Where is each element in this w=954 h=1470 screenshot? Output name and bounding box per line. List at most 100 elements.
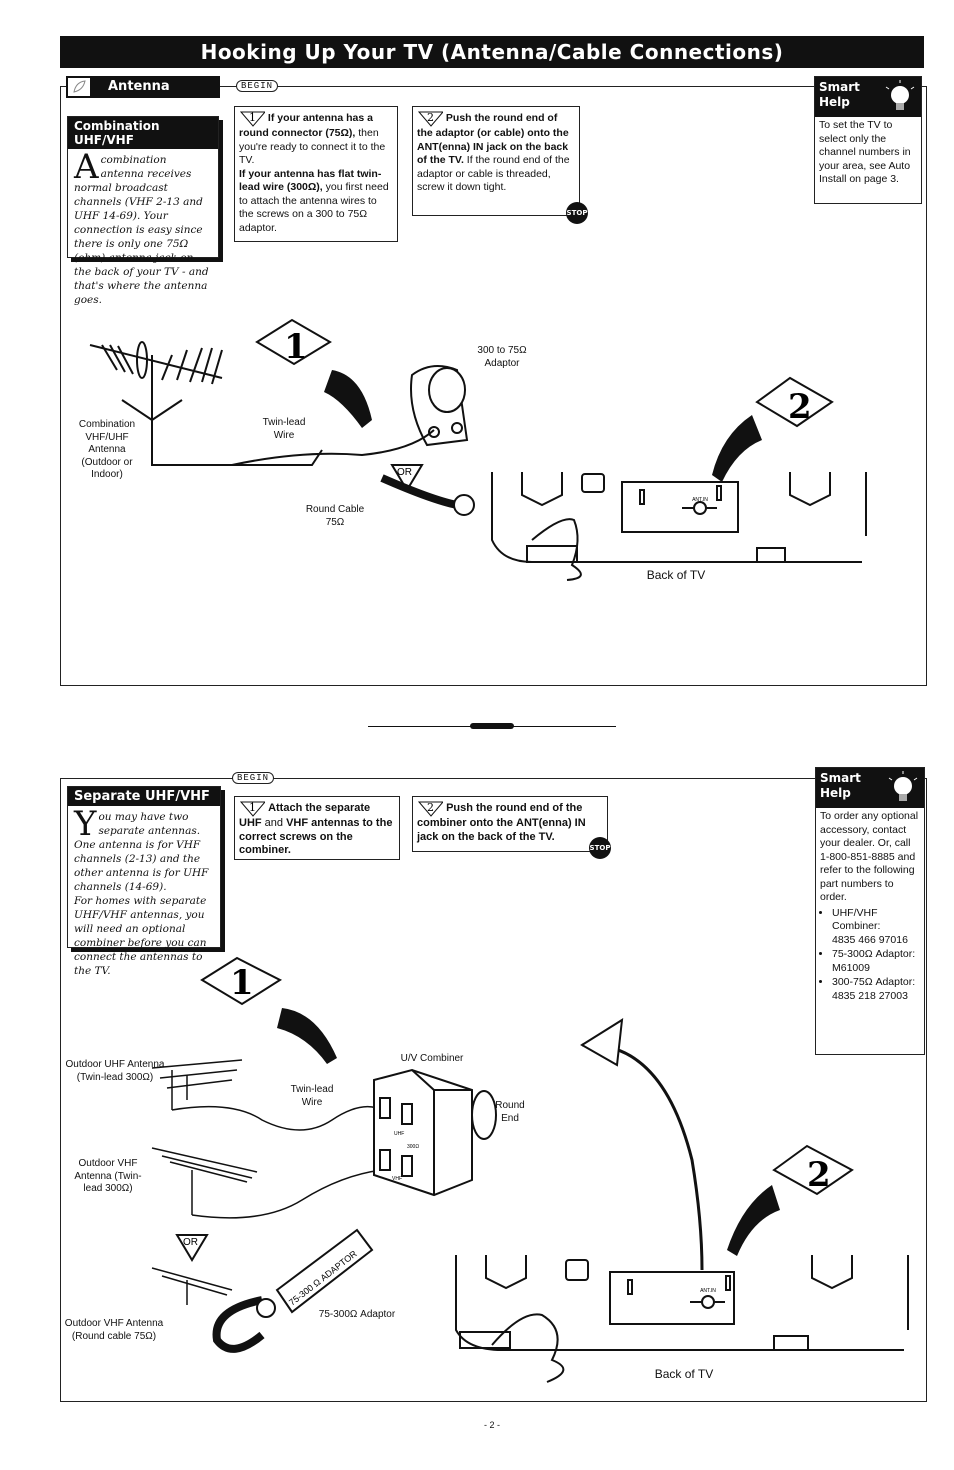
tv-back-panel — [455, 1255, 909, 1383]
pointing-hand-1-icon: 1 — [200, 956, 337, 1064]
smart-help-body: To order any optional accessory, contact… — [816, 808, 924, 1006]
separate-begin-line — [222, 778, 816, 779]
svg-text:UHF: UHF — [394, 1131, 404, 1137]
step1-text2: you first need to attach the antenna wir… — [239, 181, 389, 234]
sep-step1-b1: Attach the separate UHF — [239, 801, 371, 829]
step-number-2-icon: 2 — [417, 111, 443, 127]
divider-ornament — [470, 723, 514, 729]
adaptor-icon: 75-300 Ω ADAPTOR — [275, 1228, 374, 1314]
svg-text:OR: OR — [183, 1237, 198, 1248]
cable-connector-icon — [256, 1298, 276, 1318]
page-title: Hooking Up Your TV (Antenna/Cable Connec… — [200, 40, 784, 64]
vhf-antenna-icon — [151, 1147, 383, 1219]
antenna-begin-badge: BEGIN — [236, 80, 279, 92]
back-of-tv-label: Back of TV — [646, 568, 706, 582]
pointing-hand-2-icon: 2 — [712, 376, 834, 482]
adaptor-label: 75-300Ω Adaptor — [318, 1309, 396, 1320]
arrow-head-icon — [580, 1018, 624, 1067]
separate-begin-badge: BEGIN — [232, 772, 275, 784]
tv-back-panel — [491, 472, 867, 581]
sep-step2-b2: ANT(enna) IN — [516, 817, 586, 829]
back-of-tv-label: Back of TV — [654, 1367, 714, 1381]
pointing-hand-2-icon: 2 — [727, 1144, 854, 1256]
or-marker — [175, 1234, 209, 1262]
leaf-icon — [68, 78, 90, 96]
uhf-antenna-label: Outdoor UHF Antenna (Twin-lead 300Ω) — [65, 1059, 165, 1083]
sep-step1-t1: and — [264, 817, 284, 829]
uhf-antenna-icon — [151, 1059, 383, 1131]
antenna-step-1: 1 If your antenna has a round connector … — [234, 106, 398, 242]
smart-help-heading1: Smart — [819, 80, 860, 94]
twinlead-label: Twin-lead Wire — [290, 1084, 334, 1108]
stop-icon: STOP — [589, 837, 611, 859]
antenna-step-2: 2 Push the round end of the adaptor (or … — [412, 106, 580, 216]
dropcap: Y — [74, 804, 97, 844]
sep-step2-b3: jack on the back of the TV. — [417, 830, 555, 843]
round-cable-label: Round Cable 75Ω — [305, 504, 365, 528]
separate-diagram: 1 OR 75-300 Ω ADAPTOR UHF 300Ω VHF — [151, 956, 909, 1383]
intro-body: ou may have two separate antennas. One a… — [74, 811, 209, 893]
separate-step-2: 2 Push the round end of the combiner ont… — [412, 796, 608, 852]
smart-help-text: To set the TV to select only the channel… — [819, 119, 911, 185]
svg-text:ANT.IN: ANT.IN — [700, 1288, 716, 1294]
antenna-tab-label: Antenna — [108, 79, 170, 94]
lightbulb-icon — [888, 771, 918, 801]
svg-text:2: 2 — [788, 387, 812, 427]
or-marker — [390, 464, 424, 492]
svg-text:1: 1 — [249, 111, 256, 124]
step-number-2-icon: 2 — [417, 801, 443, 817]
separate-step-1: 1 Attach the separate UHF and VHF antenn… — [234, 796, 400, 860]
smart-help-box-top: Smart Help To set the TV to select only … — [814, 76, 922, 204]
begin-label: BEGIN — [237, 773, 270, 783]
part-item: 300-75Ω Adaptor:4835 218 27003 — [832, 976, 920, 1003]
smart-help-heading2: Help — [819, 95, 850, 109]
page-number: - 2 - — [483, 1420, 500, 1430]
svg-text:1: 1 — [230, 963, 254, 1003]
cable-path-arrow — [581, 1043, 704, 1271]
vhf-antenna-label: Outdoor VHF Antenna (Twin-lead 300Ω) — [74, 1158, 142, 1194]
vhf-round-antenna-icon — [151, 1267, 233, 1305]
step-number-1-icon: 1 — [239, 111, 265, 127]
svg-text:2: 2 — [427, 111, 434, 124]
step1-bold2: If your antenna has flat twin-lead wire … — [239, 167, 382, 194]
separate-intro-heading: Separate UHF/VHF — [68, 787, 220, 806]
antenna-label: Combination VHF/UHF Antenna (Outdoor or … — [78, 419, 136, 480]
uv-combiner-icon — [373, 1068, 497, 1197]
round-cable — [380, 474, 458, 509]
step2-text1: If the round end of the adaptor or cable… — [417, 154, 570, 193]
cable-connector-icon — [453, 494, 475, 516]
twinlead-label: Twin-lead Wire — [262, 417, 306, 441]
svg-text:2: 2 — [427, 801, 434, 814]
smart-help-heading: Smart Help — [815, 77, 921, 117]
smart-help-text: To order any optional accessory, contact… — [820, 810, 919, 903]
svg-text:ANT.IN: ANT.IN — [692, 497, 708, 503]
step-number-1-icon: 1 — [239, 801, 265, 817]
vhf-round-antenna-label: Outdoor VHF Antenna (Round cable 75Ω) — [64, 1318, 164, 1342]
smart-help-heading: Smart Help — [816, 768, 924, 808]
antenna-tab: Antenna — [66, 76, 220, 98]
svg-text:1: 1 — [249, 801, 256, 814]
svg-text:OR: OR — [397, 467, 412, 478]
smart-help-heading2: Help — [820, 786, 851, 800]
step2-bold1: Push the round end of the adaptor (or ca… — [417, 111, 569, 166]
sep-step1-b2: VHF antennas to the correct screws on th… — [239, 817, 393, 856]
antenna-diagram: 1 OR 2 ANT.IN — [89, 318, 867, 581]
step1-bold1: If your antenna has a round connector (7… — [239, 111, 373, 139]
antenna-begin-line — [220, 86, 816, 87]
svg-text:300Ω: 300Ω — [407, 1144, 419, 1150]
stop-icon: STOP — [566, 202, 588, 224]
round-cable — [212, 1296, 265, 1353]
twin-lead-wire — [231, 429, 435, 466]
adaptor-label: 300 to 75Ω Adaptor — [477, 345, 527, 369]
intro-body: combination antenna receives normal broa… — [74, 154, 209, 306]
smart-help-heading1: Smart — [820, 771, 861, 785]
svg-text:1: 1 — [284, 327, 308, 367]
adaptor-icon — [410, 365, 469, 447]
round-end-label: Round End — [495, 1100, 525, 1124]
page-title-banner: Hooking Up Your TV (Antenna/Cable Connec… — [60, 36, 924, 68]
parts-list: UHF/VHF Combiner:4835 466 97016 75-300Ω … — [820, 907, 920, 1004]
